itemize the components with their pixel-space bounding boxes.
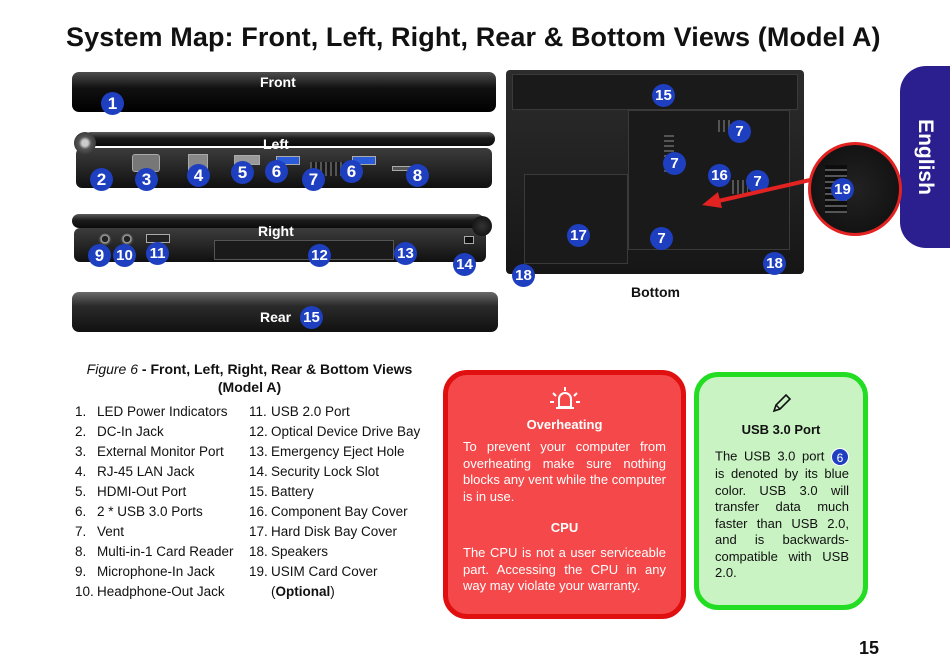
- rear-view-image: Rear 15: [72, 292, 498, 334]
- callout-6-second: 6: [340, 160, 363, 183]
- callout-2: 2: [90, 168, 113, 191]
- callout-6: 6: [265, 160, 288, 183]
- bottom-view-image: 15 7 7 16 7 17 7 18 18: [506, 70, 804, 287]
- callout-7-bottom-a: 7: [728, 120, 751, 143]
- rear-label: Rear: [260, 309, 292, 325]
- left-label: Left: [263, 136, 289, 152]
- callout-6-inline: 6: [830, 448, 849, 466]
- list-item: 1.LED Power Indicators: [75, 404, 228, 419]
- page-number: 15: [859, 638, 880, 658]
- list-item: 14.Security Lock Slot: [249, 464, 380, 479]
- callout-7: 7: [302, 168, 325, 191]
- page-title: System Map: Front, Left, Right, Rear & B…: [66, 22, 881, 52]
- callout-1: 1: [101, 92, 124, 115]
- list-item-optional: (Optional): [271, 584, 335, 599]
- overheating-note: Overheating To prevent your computer fro…: [443, 370, 686, 619]
- callout-12: 12: [308, 244, 331, 267]
- list-item: 12.Optical Device Drive Bay: [249, 424, 421, 439]
- left-lid: [84, 132, 495, 146]
- dc-in-jack-icon: [74, 132, 96, 154]
- list-item: 5.HDMI-Out Port: [75, 484, 187, 499]
- note-heading: Overheating: [526, 417, 603, 432]
- note-body: The USB 3.0 port 6 is denoted by its blu…: [715, 448, 849, 580]
- usb-note: USB 3.0 Port The USB 3.0 port 6 is denot…: [694, 372, 868, 610]
- callout-11: 11: [146, 242, 169, 265]
- language-tab: English: [900, 66, 950, 248]
- callout-3: 3: [135, 168, 158, 191]
- figure-caption: Figure 6 - Front, Left, Right, Rear & Bo…: [78, 360, 421, 396]
- list-item: 7.Vent: [75, 524, 125, 539]
- list-item: 9.Microphone-In Jack: [75, 564, 215, 579]
- language-tab-label: English: [914, 119, 937, 195]
- list-item: 19.USIM Card Cover: [249, 564, 378, 579]
- note-body: To prevent your computer from overheatin…: [463, 439, 666, 504]
- front-view-image: Front 1: [72, 72, 496, 116]
- list-item: 13.Emergency Eject Hole: [249, 444, 405, 459]
- right-view-image: Right 9 10 11 12 13 14: [72, 214, 497, 278]
- callout-17: 17: [567, 224, 590, 247]
- right-label: Right: [258, 223, 294, 239]
- callout-18-left: 18: [512, 264, 535, 287]
- callout-16: 16: [708, 164, 731, 187]
- list-item: 17.Hard Disk Bay Cover: [249, 524, 398, 539]
- note-body-cpu: The CPU is not a user serviceable part. …: [463, 545, 666, 593]
- lid-hinge: [472, 216, 492, 236]
- pencil-note-icon: [772, 393, 792, 413]
- callout-4: 4: [187, 164, 210, 187]
- note-heading: USB 3.0 Port: [741, 422, 821, 437]
- list-item: 8.Multi-in-1 Card Reader: [75, 544, 234, 559]
- callout-9: 9: [88, 244, 111, 267]
- callout-5: 5: [231, 161, 254, 184]
- front-lid: [72, 72, 496, 112]
- list-item: 6.2 * USB 3.0 Ports: [75, 504, 203, 519]
- figure-caption-text: - Front, Left, Right, Rear & Bottom View…: [138, 361, 413, 395]
- list-item: 18.Speakers: [249, 544, 329, 559]
- list-item: 3.External Monitor Port: [75, 444, 224, 459]
- microphone-jack-icon: [98, 232, 112, 246]
- callout-14: 14: [453, 253, 476, 276]
- optical-drive-bay: [214, 240, 394, 260]
- callout-7-bottom-c: 7: [746, 170, 769, 193]
- pointer-arrow-icon: [702, 178, 811, 208]
- left-view-image: Left 2 3 4 5 6 7 6 8: [70, 128, 495, 192]
- list-item: 2.DC-In Jack: [75, 424, 164, 439]
- legend-list-left: 1.LED Power Indicators 2.DC-In Jack 3.Ex…: [75, 402, 234, 602]
- list-item: 4.RJ-45 LAN Jack: [75, 464, 195, 479]
- callout-19: 19: [831, 178, 854, 201]
- callout-10: 10: [113, 244, 136, 267]
- bottom-label: Bottom: [631, 284, 680, 300]
- right-lid: [72, 214, 484, 228]
- legend-list-right: 11.USB 2.0 Port 12.Optical Device Drive …: [249, 402, 420, 602]
- list-item: 16.Component Bay Cover: [249, 504, 408, 519]
- callout-13: 13: [394, 242, 417, 265]
- callout-7-bottom-d: 7: [650, 227, 673, 250]
- list-item: 15.Battery: [249, 484, 314, 499]
- figure-number: Figure 6: [86, 361, 139, 377]
- callout-18-right: 18: [763, 252, 786, 275]
- hard-disk-bay-cover: [524, 174, 628, 264]
- note-heading-cpu: CPU: [550, 520, 579, 535]
- vent-icon: [732, 180, 748, 194]
- list-item: 10.Headphone-Out Jack: [75, 584, 225, 599]
- lock-slot-icon: [464, 236, 474, 244]
- list-item: 11.USB 2.0 Port: [249, 404, 350, 419]
- rear-body: [72, 292, 498, 332]
- callout-8: 8: [406, 164, 429, 187]
- callout-15-bottom: 15: [652, 84, 675, 107]
- overheating-alarm-icon: [549, 387, 580, 409]
- usim-cover-zoom: 19: [808, 142, 902, 236]
- front-label: Front: [260, 74, 296, 90]
- callout-7-bottom-b: 7: [663, 152, 686, 175]
- callout-15-rear: 15: [300, 306, 323, 329]
- headphone-jack-icon: [120, 232, 134, 246]
